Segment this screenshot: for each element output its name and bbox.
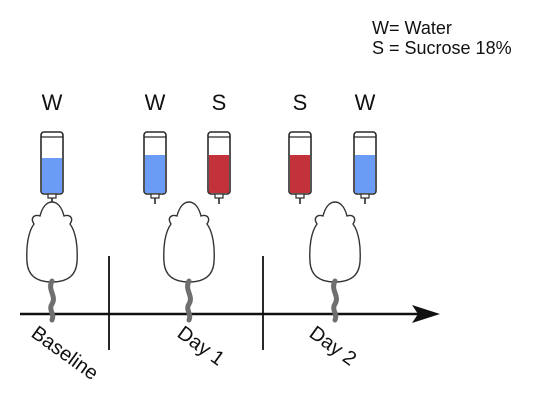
bottle-day2-water <box>353 131 377 205</box>
mouse-day1 <box>164 202 214 320</box>
fluid-day2-sucrose <box>290 155 310 193</box>
bottle-label-day2-1: S <box>292 90 308 115</box>
bottle-label-day1-2: S <box>211 90 227 115</box>
bottle-day1-water <box>143 131 167 205</box>
fluid-day1-water <box>145 155 165 193</box>
mouse-day2 <box>310 202 360 320</box>
legend: W= Water S = Sucrose 18% <box>372 18 512 58</box>
bottle-day2-sucrose <box>288 131 312 205</box>
mouse-baseline <box>27 202 77 320</box>
bottle-label-baseline-1: W <box>41 90 63 115</box>
bottle-baseline-water <box>40 131 64 205</box>
legend-sucrose: S = Sucrose 18% <box>372 38 512 58</box>
legend-water: W= Water <box>372 18 452 38</box>
axis-arrowhead <box>412 305 440 323</box>
fluid-day2-water <box>355 155 375 193</box>
fluid-baseline-water <box>42 158 62 193</box>
bottle-label-day1-1: W <box>144 90 166 115</box>
fluid-day1-sucrose <box>209 155 229 193</box>
bottle-day1-sucrose <box>207 131 231 205</box>
bottle-label-day2-2: W <box>354 90 376 115</box>
